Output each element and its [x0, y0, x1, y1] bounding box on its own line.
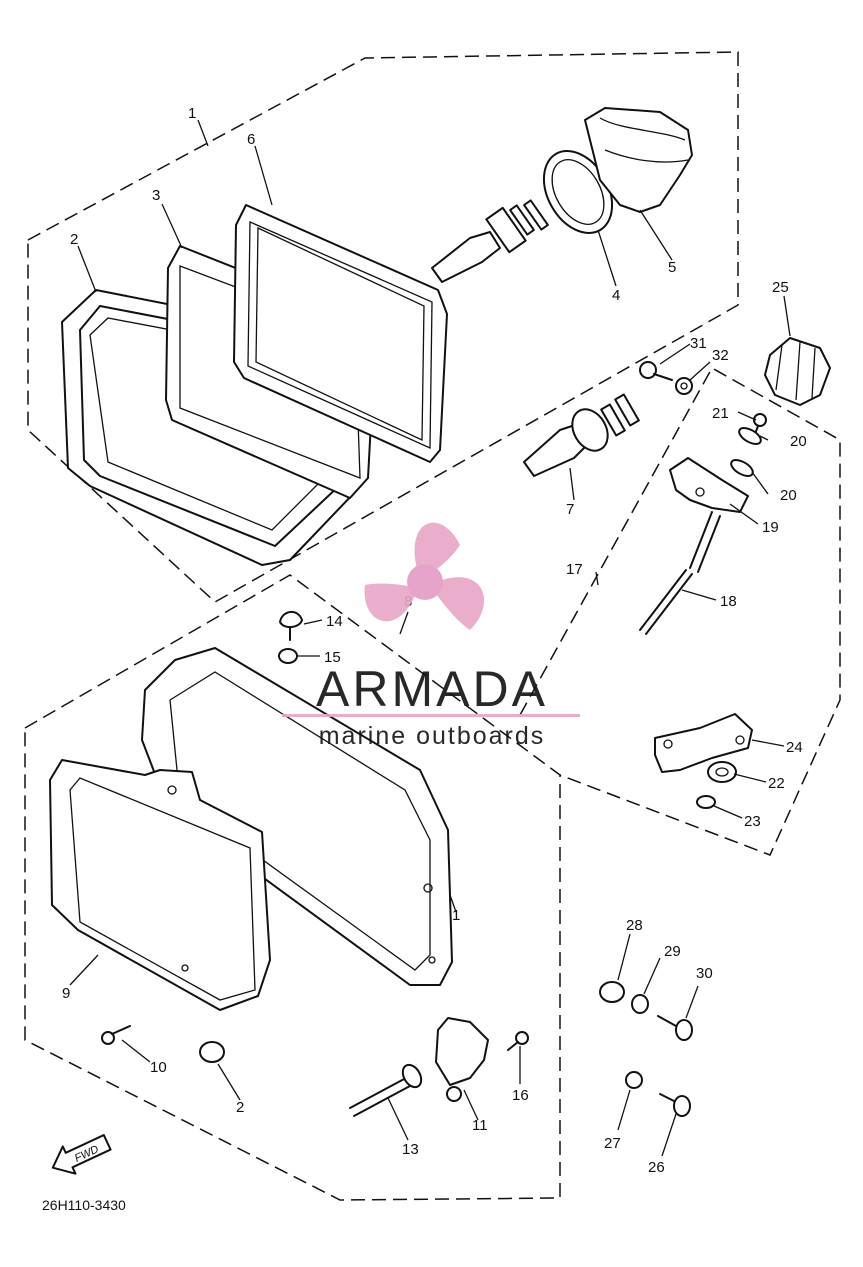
callout-1-lower: 1	[452, 907, 460, 924]
rim-9	[49, 759, 271, 1011]
callout-18: 18	[720, 593, 737, 610]
callout-labels: 1 2 3 6 4 5 7 8 9 10 2 13 11 14 15 16 17…	[62, 105, 807, 1176]
callout-15: 15	[324, 649, 341, 666]
callout-20-lower: 20	[780, 487, 797, 504]
callout-11: 11	[472, 1117, 488, 1134]
collar-23	[696, 795, 716, 809]
callout-28: 28	[626, 917, 643, 934]
adjuster-knob-25	[764, 337, 831, 406]
grommet-22	[707, 761, 737, 783]
callout-32: 32	[712, 347, 729, 364]
callout-7: 7	[566, 501, 574, 518]
watermark-tagline: marine outboards	[319, 722, 546, 750]
bracket-19	[669, 457, 749, 513]
callout-21: 21	[712, 405, 729, 422]
callout-27: 27	[604, 1135, 621, 1152]
callout-1: 1	[188, 105, 196, 122]
collar-2-lower	[199, 1041, 225, 1063]
washer-29	[631, 994, 649, 1014]
nut-15	[278, 648, 298, 664]
callout-16: 16	[512, 1087, 529, 1104]
callout-10: 10	[150, 1059, 167, 1076]
leader-lines	[69, 119, 791, 1157]
washer-20a	[738, 427, 762, 445]
watermark-brand: ARMADA	[316, 661, 548, 717]
callout-3: 3	[152, 187, 160, 204]
ring-4	[542, 150, 614, 234]
bolt-30	[657, 1015, 693, 1041]
screw-14	[279, 611, 303, 641]
callout-31: 31	[690, 335, 707, 352]
callout-4: 4	[612, 287, 620, 304]
callout-2: 2	[70, 231, 78, 248]
bulb-7	[523, 393, 640, 477]
callout-22: 22	[768, 775, 785, 792]
callout-9: 9	[62, 985, 70, 1002]
callout-14: 14	[326, 613, 343, 630]
screw-10	[101, 1025, 131, 1045]
screw-31	[639, 361, 673, 381]
watermark-divider	[282, 714, 580, 717]
washer-32	[675, 377, 693, 395]
bulb-7-upper	[431, 199, 549, 283]
callout-2-lower: 2	[236, 1099, 244, 1116]
callout-23: 23	[744, 813, 761, 830]
callout-30: 30	[696, 965, 713, 982]
callout-13: 13	[402, 1141, 419, 1158]
lower-assembly-boundary	[24, 574, 561, 1201]
callout-26: 26	[648, 1159, 665, 1176]
upper-assembly-boundary	[27, 51, 739, 603]
propeller-logo-icon	[364, 522, 485, 630]
bracket-11	[435, 1017, 489, 1102]
mount-bracket-24	[654, 713, 753, 773]
callout-5: 5	[668, 259, 676, 276]
armada-watermark: ARMADA marine outboards	[282, 522, 580, 750]
callout-17: 17	[566, 561, 583, 578]
callout-25: 25	[772, 279, 789, 296]
callout-6: 6	[247, 131, 255, 148]
bolt-26	[659, 1093, 691, 1117]
callout-24: 24	[786, 739, 803, 756]
adjusting-rod-18	[639, 511, 721, 635]
callout-29: 29	[664, 943, 681, 960]
screw-16	[507, 1031, 529, 1051]
callout-19: 19	[762, 519, 779, 536]
collar-28	[599, 981, 625, 1003]
socket-cover-5	[584, 107, 693, 213]
bracket-assembly-boundary	[519, 366, 841, 856]
washer-27	[625, 1071, 643, 1089]
reflector-gasket-6	[233, 204, 448, 463]
bolt-13	[349, 1063, 423, 1117]
callout-20-upper: 20	[790, 433, 807, 450]
washer-20b	[730, 459, 754, 477]
forward-direction-arrow: FWD	[51, 1134, 112, 1175]
drawing-code: 26H110-3430	[42, 1197, 126, 1213]
